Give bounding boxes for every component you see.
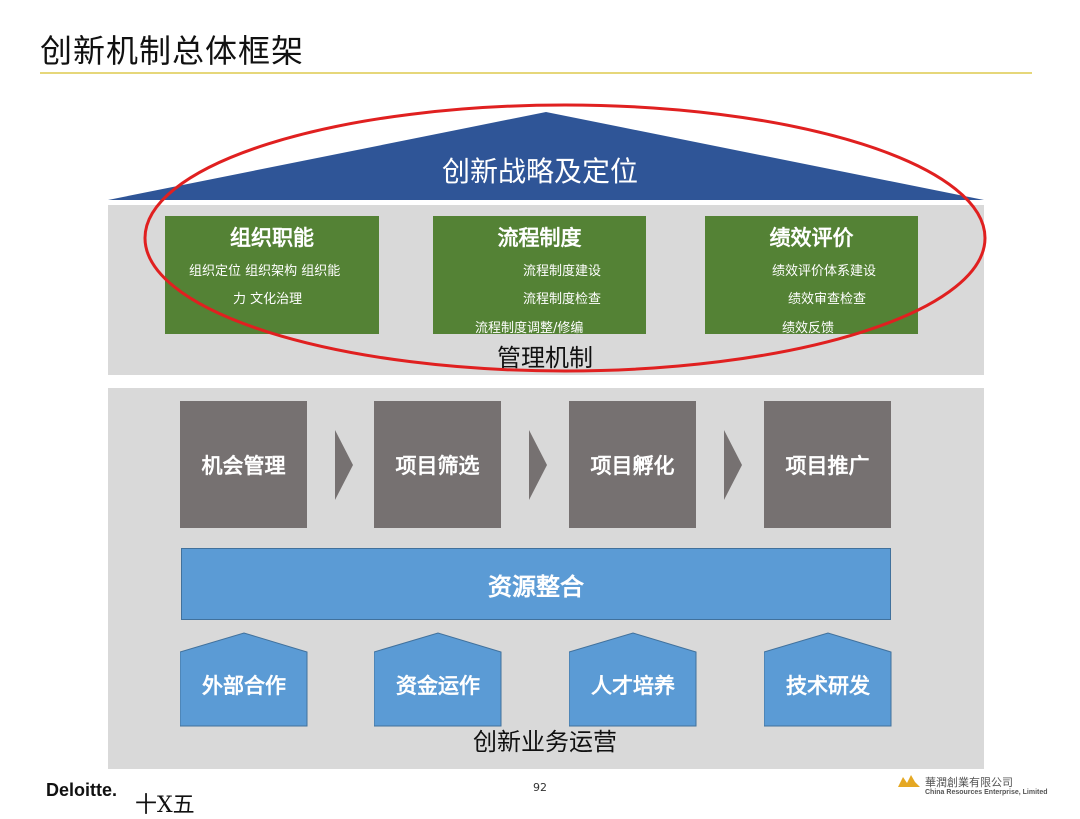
mgmt-box-title: 组织职能 xyxy=(230,225,314,250)
pillar-capital-operation: 资金运作 xyxy=(396,673,480,698)
page-title: 创新机制总体框架 xyxy=(40,32,305,70)
mgmt-box-line: 力 文化治理 xyxy=(233,292,303,307)
chevron-right-icon xyxy=(335,430,353,500)
chevron-right-icon xyxy=(529,430,547,500)
mgmt-box-organization: 组织职能 组织定位 组织架构 组织能 力 文化治理 xyxy=(165,216,379,334)
pillar-talent-development: 人才培养 xyxy=(591,673,675,698)
mgmt-box-line: 流程制度调整/修编 xyxy=(475,321,584,336)
mgmt-box-line: 流程制度建设 xyxy=(523,264,602,279)
mgmt-box-line: 组织定位 组织架构 组织能 xyxy=(189,264,341,279)
mgmt-box-process: 流程制度 流程制度建设 流程制度检查 流程制度调整/修编 xyxy=(433,216,646,336)
deloitte-logo: Deloitte. xyxy=(46,780,117,801)
step-incubation: 项目孵化 xyxy=(569,401,696,528)
mgmt-box-performance: 绩效评价 绩效评价体系建设 绩效审查检查 绩效反馈 xyxy=(705,216,918,336)
mgmt-box-title: 绩效评价 xyxy=(769,225,854,250)
step-promotion: 项目推广 xyxy=(764,401,891,528)
mgmt-box-line: 绩效反馈 xyxy=(782,321,835,336)
page-number: 92 xyxy=(533,781,547,794)
mgmt-box-title: 流程制度 xyxy=(497,225,582,250)
highlight-ellipse xyxy=(143,103,987,373)
china-resources-logo-icon xyxy=(898,775,920,787)
pillar-shape xyxy=(569,632,697,727)
title-divider xyxy=(40,72,1032,74)
pillar-shape xyxy=(374,632,502,727)
pillar-shape xyxy=(764,632,892,727)
resource-integration-bar: 资源整合 xyxy=(181,548,891,620)
management-caption: 管理机制 xyxy=(497,344,593,372)
pillar-external-cooperation: 外部合作 xyxy=(202,673,286,698)
mgmt-box-line: 绩效审查检查 xyxy=(788,292,867,307)
company-name-cn: 華潤創業有限公司 xyxy=(925,776,1013,789)
strategy-roof xyxy=(108,112,984,200)
roof-triangle xyxy=(108,112,984,200)
footer-stray-text: 十X五 xyxy=(135,793,195,818)
mgmt-box-line: 流程制度检查 xyxy=(523,292,602,307)
chevron-right-icon xyxy=(724,430,742,500)
step-screening: 项目筛选 xyxy=(374,401,501,528)
pillar-technology-rnd: 技术研发 xyxy=(786,673,870,698)
company-name-en: China Resources Enterprise, Limited xyxy=(925,789,1048,796)
deloitte-logo-text: Deloitte. xyxy=(46,780,118,800)
pillar-shape xyxy=(180,632,308,727)
mgmt-box-line: 绩效评价体系建设 xyxy=(772,264,877,279)
strategy-label: 创新战略及定位 xyxy=(441,155,638,188)
operations-caption: 创新业务运营 xyxy=(473,728,617,756)
highlight-ellipse-shape xyxy=(143,103,987,373)
step-opportunity: 机会管理 xyxy=(180,401,307,528)
